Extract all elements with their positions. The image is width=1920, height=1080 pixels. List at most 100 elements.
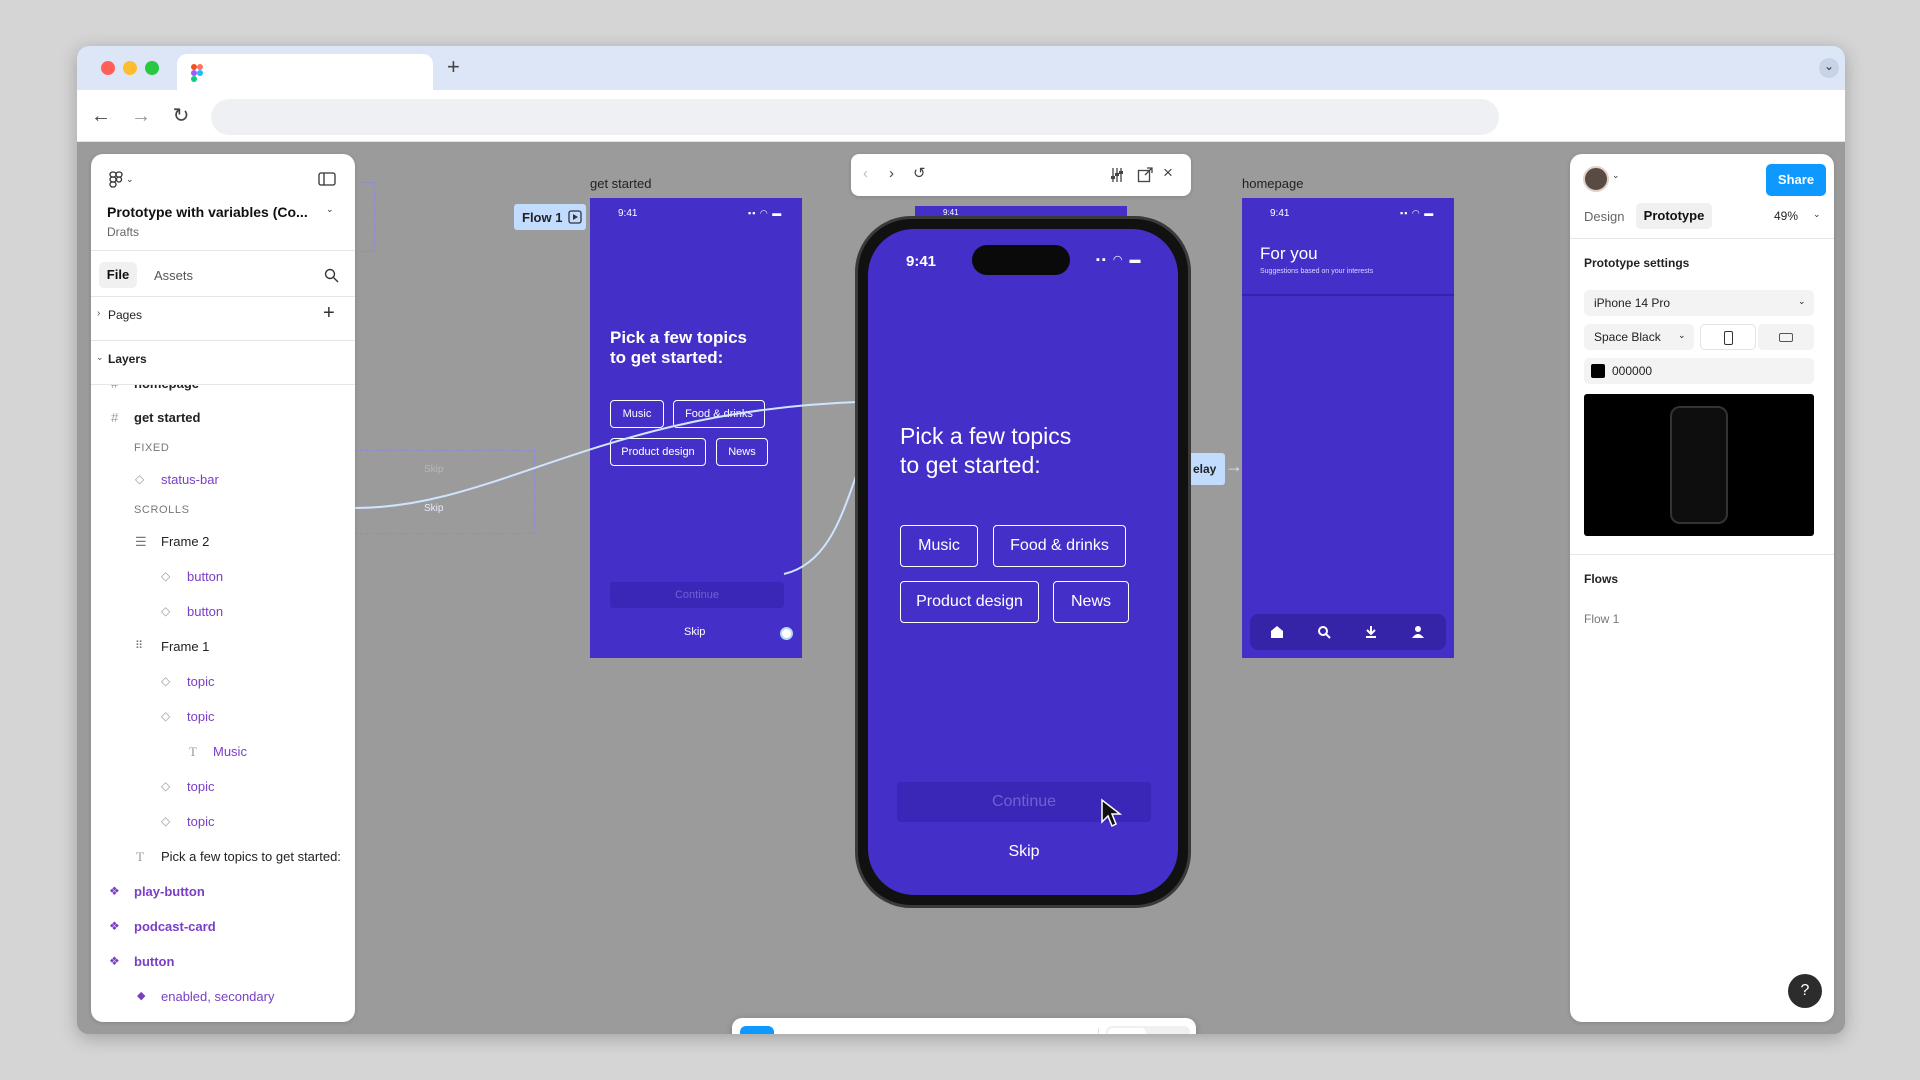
- homepage-frame[interactable]: 9:41 ▪▪ ◠ ▬ For you Suggestions based on…: [1242, 198, 1454, 658]
- landscape-orientation-button[interactable]: [1758, 324, 1814, 350]
- layer-row-frame-2[interactable]: ☰ Frame 2: [91, 525, 355, 559]
- topic-music[interactable]: Music: [900, 525, 978, 567]
- layer-row-topic[interactable]: ◇ topic: [91, 665, 355, 699]
- zoom-level[interactable]: 49%: [1774, 209, 1799, 223]
- layer-row-homepage[interactable]: # homepage: [91, 385, 355, 401]
- layer-row-button-component[interactable]: ❖ button: [91, 945, 355, 979]
- close-window-button[interactable]: [101, 61, 115, 75]
- restart-icon[interactable]: ↺: [913, 165, 926, 182]
- profile-icon[interactable]: [1411, 625, 1425, 639]
- actions-tool-button[interactable]: [1052, 1026, 1086, 1034]
- settings-sliders-icon[interactable]: [1109, 167, 1125, 183]
- tab-assets[interactable]: Assets: [154, 268, 194, 283]
- pages-section-label[interactable]: Pages: [108, 308, 143, 322]
- layer-row-get-started[interactable]: # get started: [91, 401, 355, 435]
- browser-tab[interactable]: [177, 54, 433, 90]
- topic-food-drinks[interactable]: Food & drinks: [993, 525, 1126, 567]
- file-location[interactable]: Drafts: [107, 225, 140, 239]
- file-name[interactable]: Prototype with variables (Co...: [107, 204, 308, 220]
- chevron-down-icon[interactable]: ⌄: [1813, 209, 1821, 219]
- layer-row-topic[interactable]: ◇ topic: [91, 700, 355, 734]
- get-started-frame[interactable]: 9:41 ▪▪ ◠ ▬ Pick a few topics to get sta…: [590, 198, 802, 658]
- chevron-down-icon[interactable]: ⌄: [1612, 170, 1620, 180]
- continue-button[interactable]: Continue: [610, 582, 784, 608]
- text-tool-button[interactable]: T: [964, 1026, 998, 1034]
- skip-button[interactable]: Skip: [684, 626, 706, 638]
- layer-row-button[interactable]: ◇ button: [91, 595, 355, 629]
- share-button[interactable]: Share: [1766, 164, 1826, 196]
- frame-tool-button[interactable]: [796, 1026, 830, 1034]
- device-select[interactable]: iPhone 14 Pro ⌄: [1584, 290, 1814, 316]
- topic-product-design[interactable]: Product design: [900, 581, 1039, 623]
- tab-prototype[interactable]: Prototype: [1636, 203, 1712, 229]
- forward-arrow-icon[interactable]: →: [131, 105, 151, 127]
- address-bar[interactable]: [211, 99, 1499, 135]
- flow-item[interactable]: Flow 1: [1584, 612, 1620, 626]
- dev-mode-toggle[interactable]: </>: [1106, 1026, 1190, 1034]
- layer-row-frame-1[interactable]: ⠿ Frame 1: [91, 630, 355, 664]
- skip-button[interactable]: Skip: [1008, 843, 1040, 860]
- layer-row-music-text[interactable]: T Music: [91, 735, 355, 769]
- prev-screen-icon[interactable]: ‹: [863, 165, 868, 182]
- layer-row-topic[interactable]: ◇ topic: [91, 805, 355, 839]
- color-swatch[interactable]: [1591, 364, 1605, 378]
- layer-row-podcast-card[interactable]: ❖ podcast-card: [91, 910, 355, 944]
- delay-trigger-badge[interactable]: elay: [1191, 453, 1225, 485]
- search-icon[interactable]: [324, 268, 339, 283]
- frame-label-get-started[interactable]: get started: [590, 176, 652, 191]
- portrait-orientation-button[interactable]: [1700, 324, 1756, 350]
- device-color-select[interactable]: Space Black ⌄: [1584, 324, 1694, 350]
- layer-row-heading-text[interactable]: T Pick a few topics to get started:: [91, 840, 355, 874]
- flow-start-badge[interactable]: Flow 1: [514, 204, 586, 230]
- toggle-sidebar-icon[interactable]: [318, 172, 336, 186]
- layer-row-variant[interactable]: ◆ enabled, secondary: [91, 980, 355, 1014]
- new-tab-button[interactable]: +: [447, 54, 460, 79]
- preview-screen[interactable]: 9:41 ▪▪ ◠ ▬ Pick a few topics to get sta…: [868, 229, 1178, 895]
- chevron-down-icon[interactable]: ⌄: [96, 352, 104, 362]
- open-external-icon[interactable]: [1137, 167, 1153, 183]
- chevron-down-icon[interactable]: ▾: [891, 1026, 901, 1034]
- reload-icon[interactable]: ↻: [172, 105, 190, 127]
- download-icon[interactable]: [1364, 625, 1378, 639]
- chevron-down-icon[interactable]: ▾: [779, 1026, 789, 1034]
- topic-food-drinks[interactable]: Food & drinks: [673, 400, 765, 428]
- chevron-down-icon[interactable]: ⌄: [326, 204, 334, 214]
- tab-design[interactable]: Design: [1584, 209, 1625, 224]
- layer-row-status-bar[interactable]: ◇ status-bar: [91, 463, 355, 497]
- comment-tool-button[interactable]: [1008, 1026, 1042, 1034]
- back-arrow-icon[interactable]: ←: [91, 105, 111, 127]
- help-button[interactable]: ?: [1788, 974, 1822, 1008]
- topic-news[interactable]: News: [716, 438, 768, 466]
- figma-canvas[interactable]: Skip Skip Flow 1 get started homepage 9:…: [77, 142, 1845, 1034]
- chevron-down-icon[interactable]: ▾: [947, 1026, 957, 1034]
- layer-row-play-button[interactable]: ❖ play-button: [91, 875, 355, 909]
- topic-product-design[interactable]: Product design: [610, 438, 706, 466]
- layer-row-topic[interactable]: ◇ topic: [91, 770, 355, 804]
- shape-tool-button[interactable]: [852, 1026, 886, 1034]
- search-icon[interactable]: [1317, 625, 1331, 639]
- chevron-down-icon[interactable]: ▾: [835, 1026, 845, 1034]
- layers-section-label[interactable]: Layers: [108, 352, 147, 366]
- maximize-window-button[interactable]: [145, 61, 159, 75]
- chevron-down-icon[interactable]: ⌄: [126, 174, 134, 184]
- connection-handle[interactable]: [780, 627, 793, 640]
- figma-menu-icon[interactable]: [109, 171, 123, 189]
- frame-label-homepage[interactable]: homepage: [1242, 176, 1304, 191]
- avatar[interactable]: [1583, 166, 1609, 192]
- background-hex[interactable]: 000000: [1612, 364, 1653, 378]
- layer-row-button[interactable]: ◇ button: [91, 560, 355, 594]
- close-preview-icon[interactable]: ×: [1163, 163, 1173, 182]
- next-screen-icon[interactable]: ›: [889, 165, 894, 182]
- background-color-field[interactable]: 000000: [1584, 358, 1814, 384]
- pen-tool-button[interactable]: [908, 1026, 942, 1034]
- tab-list-chevron-icon[interactable]: ⌄: [1819, 58, 1839, 78]
- topic-music[interactable]: Music: [610, 400, 664, 428]
- move-tool-button[interactable]: [740, 1026, 774, 1034]
- home-icon[interactable]: [1270, 625, 1284, 639]
- play-flow-icon[interactable]: [568, 210, 582, 224]
- chevron-right-icon[interactable]: ›: [97, 308, 101, 319]
- add-page-icon[interactable]: +: [323, 302, 335, 324]
- tab-file[interactable]: File: [99, 262, 137, 288]
- topic-news[interactable]: News: [1053, 581, 1129, 623]
- minimize-window-button[interactable]: [123, 61, 137, 75]
